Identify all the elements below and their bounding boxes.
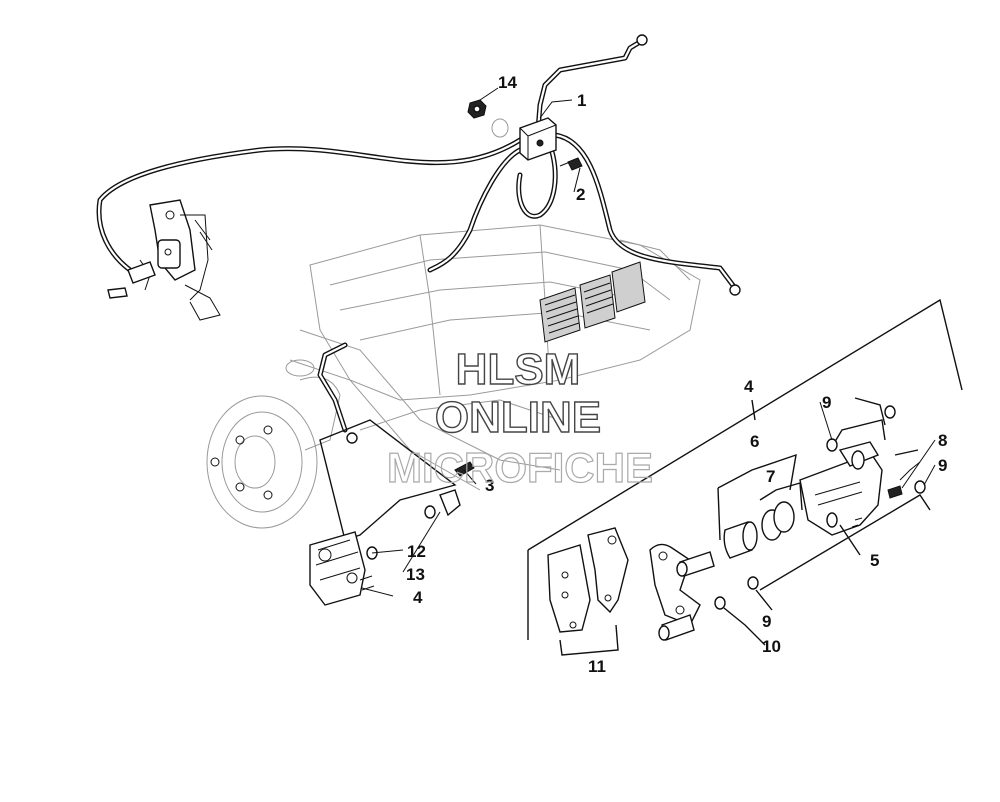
label-2: 2 [576,185,585,204]
label-13: 13 [406,565,425,584]
exploded-caliper-group [527,298,963,656]
label-10: 10 [762,637,781,656]
tee-junction-block [519,117,557,161]
label-11: 11 [588,657,606,676]
label-1: 1 [577,91,586,110]
label-5: 5 [870,551,879,570]
label-9-bottom: 9 [762,612,771,631]
label-6: 6 [750,432,759,451]
label-4-group: 4 [744,377,754,396]
leader-lines [361,87,936,597]
bolt-2 [559,157,583,171]
label-9-top: 9 [822,393,831,412]
label-3: 3 [485,476,494,495]
label-9-right: 9 [938,456,947,475]
master-cylinder-assembly [139,199,221,321]
label-8: 8 [938,431,947,450]
radiator-fins [539,261,646,343]
label-4-left: 4 [413,588,423,607]
label-12: 12 [407,542,426,561]
wheel-hub-ghost [206,359,341,529]
watermark: HLSM ONLINE MICROFICHE [386,344,653,491]
watermark-line-2: ONLINE [435,393,601,442]
brake-hose-main [96,39,738,433]
watermark-line-3: MICROFICHE [387,444,653,491]
hose-fittings [107,34,741,444]
part-number-labels: 14 1 2 3 12 13 4 4 6 7 9 8 9 5 9 10 11 [406,73,947,676]
left-caliper-assembly [309,419,475,606]
label-14: 14 [498,73,517,92]
watermark-line-1: HLSM [456,345,581,394]
nut-14 [467,99,509,138]
label-7: 7 [766,467,775,486]
